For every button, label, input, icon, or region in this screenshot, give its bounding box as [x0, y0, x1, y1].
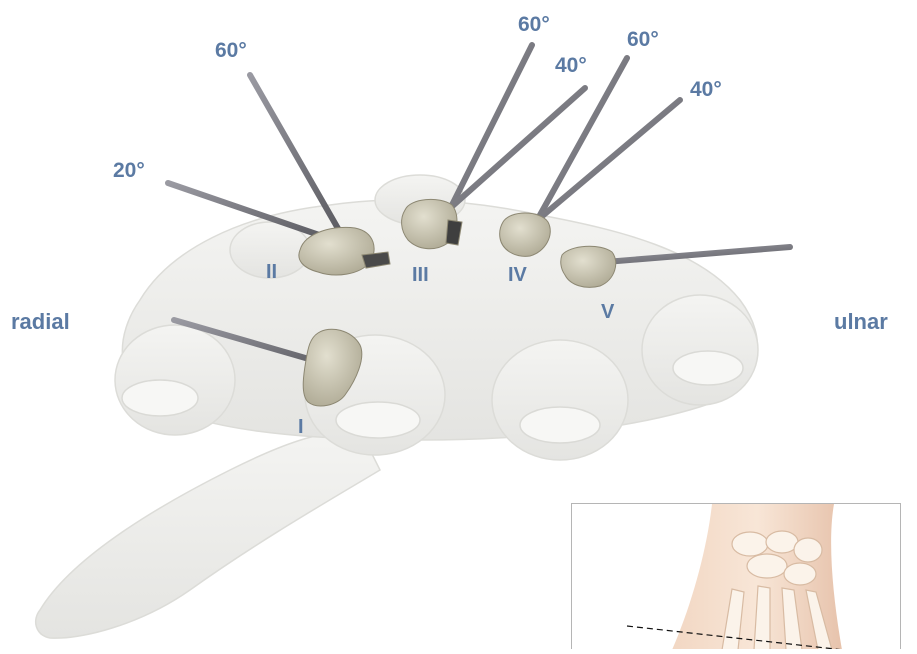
wrist-inset: [571, 503, 901, 649]
knuckle-1: [115, 325, 235, 435]
digit-label-iii: III: [412, 265, 429, 285]
nail-3: [520, 407, 600, 443]
angle-label-ii-upper: 60°: [215, 40, 247, 61]
thumb-shape: [36, 430, 380, 638]
wrist-inset-drawing: [572, 504, 901, 649]
carpal-4: [747, 554, 787, 578]
wire-ii-60: [250, 75, 340, 232]
digit-label-iv: IV: [508, 265, 527, 285]
angle-label-iii-upper: 60°: [518, 14, 550, 35]
side-label-ulnar: ulnar: [834, 311, 888, 333]
nail-1: [122, 380, 198, 416]
side-label-radial: radial: [11, 311, 70, 333]
angle-label-v: 40°: [690, 79, 722, 100]
nail-4: [673, 351, 743, 385]
nail-2: [336, 402, 420, 438]
angle-label-iv-upper: 60°: [627, 29, 659, 50]
wire-iv-60: [540, 58, 627, 215]
digit-label-i: I: [298, 417, 304, 437]
wire-iii-40: [448, 88, 585, 210]
digit-label-ii: II: [266, 262, 277, 282]
digit-label-v: V: [601, 302, 614, 322]
carpal-5: [784, 563, 816, 585]
knuckle-4: [642, 295, 758, 405]
angle-label-ii: 20°: [113, 160, 145, 181]
carpal-3: [794, 538, 822, 562]
angle-label-iii-lower: 40°: [555, 55, 587, 76]
carpal-2: [766, 531, 798, 553]
wire-iii-60: [452, 45, 532, 205]
wire-iv-40: [540, 100, 680, 218]
carpal-1: [732, 532, 768, 556]
